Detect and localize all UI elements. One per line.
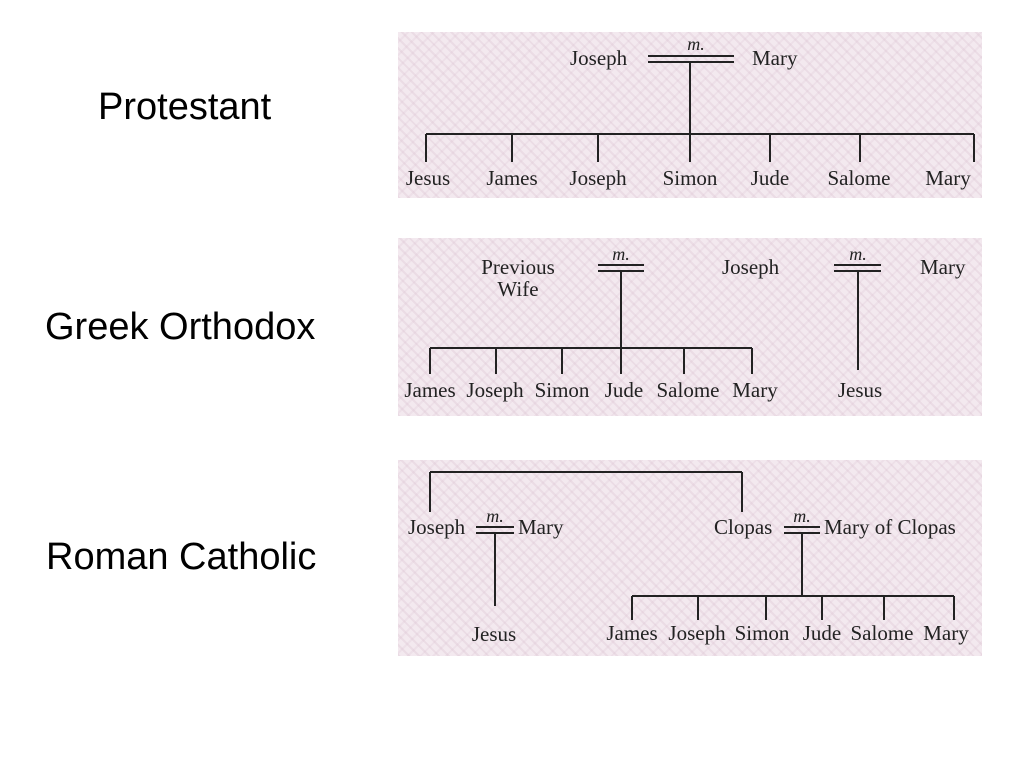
catholic-right-child: Joseph — [668, 621, 726, 645]
orthodox-child: Salome — [657, 378, 720, 402]
catholic-right-child: Salome — [851, 621, 914, 645]
catholic-marriage-mark: m. — [486, 506, 504, 526]
orthodox-child-jesus: Jesus — [838, 378, 882, 402]
orthodox-previous-wife: Wife — [497, 277, 538, 301]
protestant-child: Mary — [925, 166, 971, 190]
catholic-right-child: Simon — [735, 621, 790, 645]
catholic-left-mother: Mary — [518, 515, 564, 539]
label-greek-orthodox: Greek Orthodox — [45, 306, 316, 348]
protestant-child: Salome — [828, 166, 891, 190]
orthodox-marriage-mark: m. — [849, 244, 867, 264]
protestant-marriage-mark: m. — [687, 34, 705, 54]
catholic-right-child: Mary — [923, 621, 969, 645]
protestant-family-tree: Joseph m. Mary Jesus James Joseph Simon … — [398, 32, 982, 198]
orthodox-child: Joseph — [466, 378, 524, 402]
orthodox-mother: Mary — [920, 255, 966, 279]
catholic-right-child: Jude — [803, 621, 842, 645]
orthodox-marriage-mark: m. — [612, 244, 630, 264]
catholic-family-tree: Joseph m. Mary Jesus Clopas m. Mary of C… — [398, 460, 982, 656]
orthodox-previous-wife: Previous — [481, 255, 555, 279]
orthodox-child: Simon — [535, 378, 590, 402]
protestant-child: Jude — [751, 166, 790, 190]
protestant-child: Simon — [663, 166, 718, 190]
catholic-left-child: Jesus — [472, 622, 516, 646]
catholic-left-father: Joseph — [408, 515, 466, 539]
catholic-right-mother: Mary of Clopas — [824, 515, 956, 539]
orthodox-child: Jude — [605, 378, 644, 402]
catholic-right-child: James — [606, 621, 657, 645]
orthodox-family-tree: Previous Wife m. Joseph m. Mary James Jo… — [398, 238, 982, 416]
label-protestant: Protestant — [98, 86, 272, 128]
catholic-marriage-mark: m. — [793, 506, 811, 526]
protestant-child: James — [486, 166, 537, 190]
catholic-right-father: Clopas — [714, 515, 772, 539]
protestant-child: Jesus — [406, 166, 450, 190]
orthodox-father: Joseph — [722, 255, 780, 279]
orthodox-child: James — [404, 378, 455, 402]
label-roman-catholic: Roman Catholic — [46, 536, 317, 578]
orthodox-child: Mary — [732, 378, 778, 402]
protestant-mother: Mary — [752, 46, 798, 70]
protestant-father: Joseph — [570, 46, 628, 70]
protestant-child: Joseph — [569, 166, 627, 190]
